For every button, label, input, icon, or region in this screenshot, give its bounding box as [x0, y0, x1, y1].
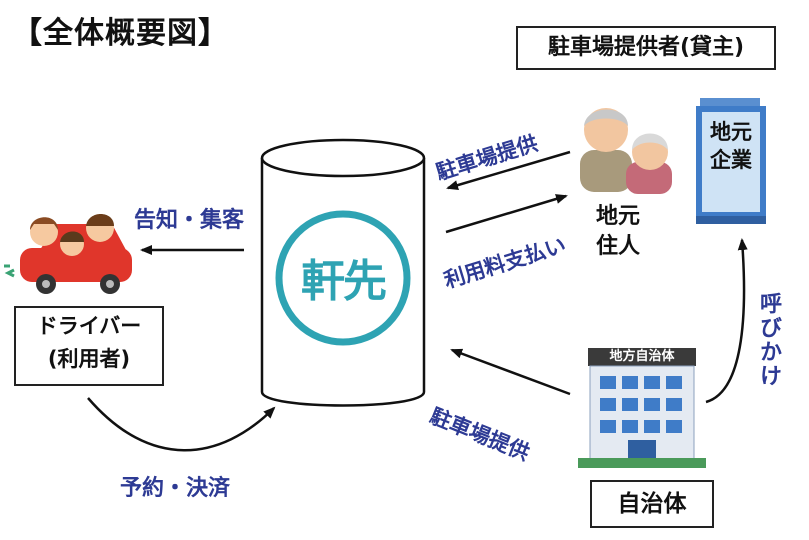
label-call: 呼びかけ: [756, 292, 781, 388]
label-reservation: 予約・決済: [120, 476, 231, 501]
government-building-illustration: [578, 348, 706, 468]
provider-box: 駐車場提供者(貸主): [516, 26, 776, 70]
residents-label: 地元 住人: [588, 202, 648, 262]
arrow-reservation: [87, 397, 276, 452]
company-label-line1: 地元: [710, 120, 752, 144]
company-label-line2: 企業: [710, 148, 752, 172]
car-family-illustration: [4, 214, 132, 294]
driver-box: ドライバー (利用者): [14, 306, 164, 386]
elderly-couple-illustration: [580, 108, 672, 194]
logo-text: 軒先: [301, 256, 387, 307]
cylinder-server: [260, 138, 426, 407]
arrow-parking-from-gov: [450, 348, 571, 396]
arrow-usage-fee: [445, 194, 568, 234]
driver-box-line2: (利用者): [47, 347, 131, 371]
government-sign: 地方自治体: [609, 349, 675, 364]
government-box: 自治体: [590, 480, 714, 528]
residents-label-line1: 地元: [595, 204, 640, 229]
page-title: 【全体概要図】: [12, 16, 229, 51]
residents-label-line2: 住人: [595, 234, 640, 259]
driver-box-line1: ドライバー: [36, 314, 142, 338]
label-notice: 告知・集客: [134, 208, 245, 233]
company-building-illustration: [696, 98, 766, 224]
arrow-parking-from-residents: [446, 150, 571, 190]
logo-circle: [275, 210, 411, 346]
company-label: 地元 企業: [704, 118, 758, 174]
arrow-call: [705, 238, 748, 404]
